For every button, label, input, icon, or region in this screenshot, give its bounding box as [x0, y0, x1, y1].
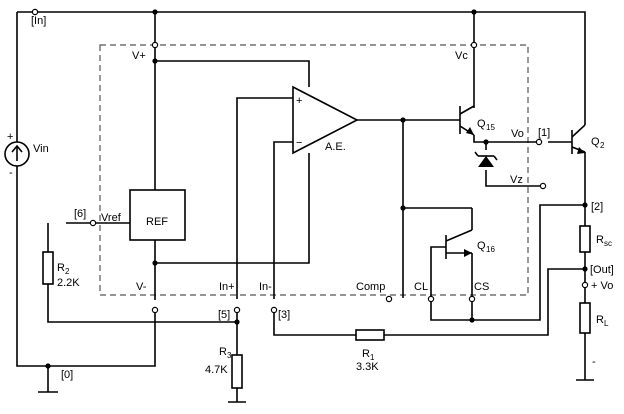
- label-r1-val: 3.3K: [356, 361, 379, 373]
- label-pin1: [1]: [538, 127, 550, 139]
- label-in-pin: [In]: [31, 15, 46, 27]
- r1-resistor: [355, 329, 385, 341]
- label-vz: Vz: [510, 174, 523, 186]
- label-vminus: V-: [136, 281, 147, 293]
- label-ae: A.E.: [325, 141, 346, 153]
- label-rl-sub: L: [604, 319, 609, 328]
- wires: [16, 11, 594, 403]
- label-q15: Q: [477, 118, 486, 130]
- label-in-plus: In+: [219, 281, 235, 293]
- label-q15-sub: 15: [486, 123, 495, 132]
- junction-dots: [45, 9, 588, 369]
- label-r2: R: [57, 262, 65, 274]
- label-minus-src: -: [9, 167, 13, 179]
- label-minus-out: -: [592, 356, 596, 368]
- label-cl: CL: [414, 281, 428, 293]
- label-vc: Vc: [455, 50, 468, 62]
- label-vo-out: + Vo: [591, 280, 613, 292]
- pin-terminals: [31, 8, 589, 314]
- r3-resistor: [231, 354, 243, 389]
- label-pin3: [3]: [278, 309, 290, 321]
- label-vo-node: Vo: [511, 128, 524, 140]
- zener-diode: [474, 151, 498, 167]
- label-rl: R: [596, 314, 604, 326]
- label-r2-sub: 2: [65, 267, 70, 276]
- label-plus-src: +: [7, 131, 13, 143]
- label-cs: CS: [474, 281, 489, 293]
- label-q2-sub: 2: [600, 141, 605, 150]
- label-plus-op: +: [296, 95, 302, 107]
- label-out-pin: [Out]: [590, 264, 614, 276]
- label-r3: R: [219, 346, 227, 358]
- label-r2-val: 2.2K: [57, 277, 80, 289]
- label-in-minus: In-: [259, 281, 272, 293]
- label-vplus: V+: [132, 50, 146, 62]
- q2-transistor: [571, 124, 586, 154]
- label-r1: R: [362, 348, 370, 360]
- label-ref: REF: [146, 216, 168, 228]
- label-r1-sub: 1: [370, 353, 375, 362]
- ic-boundary: [99, 44, 529, 296]
- label-vin: Vin: [33, 143, 49, 155]
- label-pin6: [6]: [74, 208, 86, 220]
- label-r3-sub: 3: [227, 351, 232, 360]
- label-pin0: [0]: [61, 369, 73, 381]
- label-pin5: [5]: [218, 309, 230, 321]
- rsc-resistor: [579, 225, 591, 253]
- r2-resistor: [42, 251, 54, 285]
- q15-transistor: [459, 105, 475, 136]
- label-vref: Vref: [101, 212, 122, 224]
- label-r3-val: 4.7K: [205, 364, 228, 376]
- label-pin2: [2]: [591, 201, 603, 213]
- q16-transistor: [445, 229, 473, 259]
- label-q16-sub: 16: [486, 245, 495, 254]
- label-rsc: R: [596, 234, 604, 246]
- label-comp: Comp: [356, 281, 385, 293]
- labels: [In] + - Vin V+ Vc Q 15 Vo [1] Q 2 A.E. …: [7, 15, 614, 381]
- rl-resistor: [579, 302, 591, 334]
- label-minus-op: −: [296, 137, 302, 149]
- ref-block: [129, 189, 186, 241]
- label-rsc-sub: sc: [604, 239, 612, 248]
- error-amplifier: [292, 85, 359, 155]
- label-q16: Q: [477, 240, 486, 252]
- vin-source: [4, 141, 30, 167]
- label-q2: Q: [591, 136, 600, 148]
